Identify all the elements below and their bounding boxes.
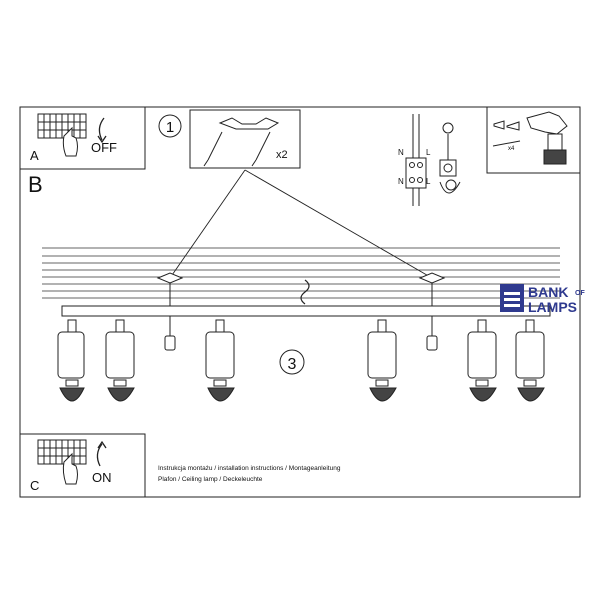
screw-icon-2 (255, 131, 271, 161)
arrow-down-icon (98, 117, 105, 141)
wall-plug-icon (492, 120, 521, 147)
step-1-quantity: x2 (276, 149, 288, 161)
panel-c: C ON (19, 433, 146, 498)
step-1: 1 x2 (158, 109, 301, 169)
ground-terminal-icon (439, 122, 461, 194)
panel-a: A OFF (19, 106, 146, 170)
ceiling-lines (42, 247, 560, 299)
mounting-bracket-icon (218, 117, 280, 130)
spotlight-5 (467, 319, 497, 402)
logo-of: OF (575, 290, 585, 297)
drill-quantity: x4 (508, 146, 515, 152)
drill-box: x4 (486, 106, 581, 174)
breaker-panel-icon-c (37, 439, 87, 465)
breaker-panel-icon (37, 113, 87, 139)
terminal-block-icon (405, 114, 427, 206)
spotlight-2 (105, 319, 135, 402)
panel-c-letter: C (30, 478, 39, 493)
lamp-bar (61, 305, 551, 317)
supply-wire (300, 279, 310, 305)
terminal-n-top: N (398, 148, 404, 157)
hand-icon-c (62, 452, 78, 485)
outer-frame (19, 106, 581, 498)
terminal-n-bottom: N (398, 177, 404, 186)
ceiling-bracket-left (156, 272, 184, 284)
caption-line-1: Instrukcja montażu / installation instru… (158, 465, 341, 472)
spotlight-4 (367, 319, 397, 402)
ceiling-bracket-right (418, 272, 446, 284)
logo-line2: LAMPS (528, 299, 577, 315)
terminal-l-top: L (426, 148, 431, 157)
drill-icon (526, 111, 568, 165)
logo-line1: BANK (528, 284, 568, 300)
arrow-up-icon (96, 443, 103, 467)
leader-line-right (244, 169, 433, 279)
step-2: 2 N L N L (360, 110, 475, 206)
step-1-number: 1 (166, 119, 174, 136)
bank-of-lamps-logo: BANK OF LAMPS (500, 284, 585, 315)
caption-line-2: Plafon / Ceiling lamp / Deckeleuchte (158, 476, 263, 483)
panel-b-letter: B (28, 172, 43, 197)
on-label: ON (92, 470, 112, 485)
spotlight-6 (515, 319, 545, 402)
step-3-circle (279, 349, 305, 375)
leader-line-left (169, 169, 246, 279)
spotlight-1 (57, 319, 85, 402)
step-3-number: 3 (288, 356, 297, 373)
screw-icon (207, 131, 223, 161)
terminal-l-bottom: L (426, 177, 431, 186)
bulb-hanging-left (164, 316, 176, 351)
hand-icon (62, 126, 78, 157)
off-label: OFF (91, 140, 117, 155)
panel-a-letter: A (30, 148, 39, 163)
spotlight-3 (205, 319, 235, 402)
bulb-hanging-right (426, 316, 438, 351)
